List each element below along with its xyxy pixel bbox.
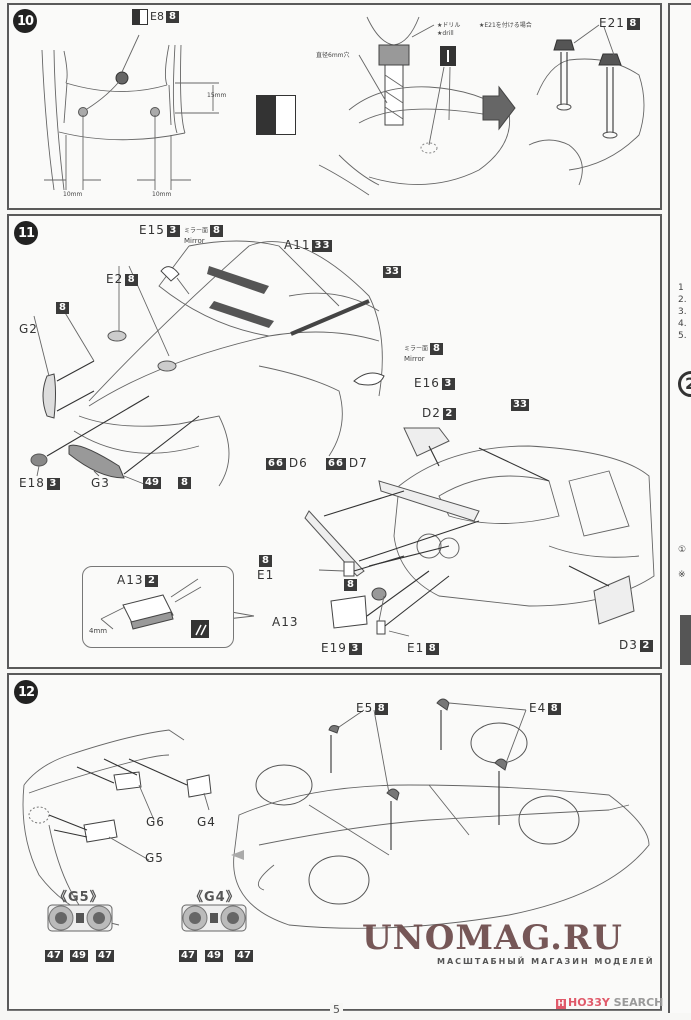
reverse-arrow-icon: [132, 9, 148, 25]
mirror-surface-note-en-2: Mirror: [404, 355, 425, 363]
drill-note-en: ★drill: [437, 30, 454, 37]
step-number-badge: 11: [14, 221, 38, 245]
dimension-4mm: 4mm: [89, 627, 108, 635]
part-label-g4: G4: [197, 815, 216, 829]
step-10-illustration: [9, 5, 664, 212]
step-number-badge: 2: [678, 371, 691, 397]
e21-optional-note: ★E21を付ける場合: [479, 22, 532, 29]
dimension-15mm: 15mm: [207, 92, 227, 99]
step-number-badge: 10: [13, 9, 37, 33]
g5-detail-title: 《G5》: [54, 890, 104, 905]
part-label-g5: G5: [145, 851, 164, 865]
g5-color-3: 47: [96, 950, 114, 962]
part-label-g2: G2: [19, 322, 38, 336]
part-label-g6: G6: [146, 815, 165, 829]
watermark-subtitle: МАСШТАБНЫЙ МАГАЗИН МОДЕЛЕЙ: [437, 957, 655, 966]
g5-lens-diagram: [47, 903, 117, 937]
step-11-illustration: [9, 216, 664, 671]
part-label-a13: A13: [272, 615, 299, 629]
g4-color-2: 49: [205, 950, 223, 962]
part-label-g3: G3: [91, 476, 110, 490]
watermark-title: UNOMAG.RU: [362, 918, 623, 958]
step-number-badge: 12: [14, 680, 38, 704]
g4-color-3: 47: [235, 950, 253, 962]
g5-color-2: 49: [70, 950, 88, 962]
step-12-illustration: [9, 675, 664, 1013]
color-code-8-e1: 8: [257, 554, 272, 567]
dimension-10mm-right: 10mm: [152, 191, 172, 198]
mirror-surface-note-en: Mirror: [184, 237, 205, 245]
adjacent-page-column: 1 2. 3. 4. 5. 2 ① ※: [668, 3, 691, 1013]
color-code-8-hood: 8: [54, 301, 69, 314]
g5-color-1: 47: [45, 950, 63, 962]
g4-lens-diagram: [181, 903, 251, 937]
list-number: 5.: [678, 331, 687, 341]
color-code-49: 49: [143, 477, 161, 489]
color-code-33-rear: 33: [511, 399, 529, 411]
note-fragment: ※: [678, 570, 686, 580]
color-code-33-side: 33: [383, 266, 401, 278]
step-10-panel: 10: [7, 3, 662, 210]
dark-block: [680, 615, 691, 665]
a13-detail-drawing: [83, 567, 209, 638]
note-fragment: ①: [678, 545, 687, 555]
reverse-side-icon: [256, 95, 296, 135]
dimension-10mm-left: 10mm: [63, 191, 83, 198]
g4-detail-title: 《G4》: [190, 890, 240, 905]
list-number: 1: [678, 283, 684, 293]
step-11-panel: 11: [7, 214, 662, 669]
list-number: 4.: [678, 319, 687, 329]
list-number: 2.: [678, 295, 687, 305]
g4-color-1: 47: [179, 950, 197, 962]
color-code-8-bumper: 8: [176, 476, 191, 489]
hobby-search-icon: H: [556, 999, 566, 1009]
part-label-e1-left: E1: [257, 568, 275, 582]
drill-note-jp: ★ドリル: [437, 22, 461, 29]
hole-diameter-note: 直径6mm穴: [316, 52, 350, 59]
color-code-8-plate: 8: [342, 578, 357, 591]
page-number: 5: [330, 1003, 343, 1016]
list-number: 3.: [678, 307, 687, 317]
